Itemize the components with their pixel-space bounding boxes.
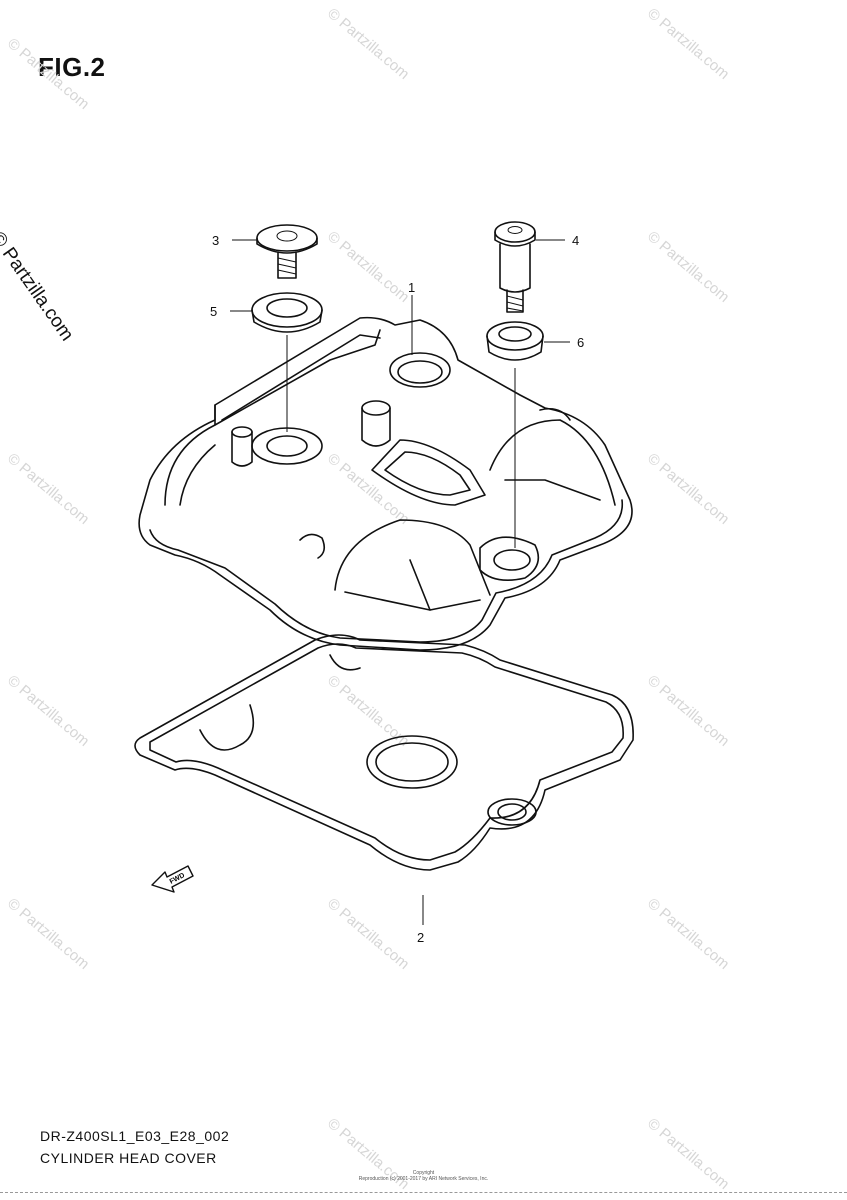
- model-code: DR-Z400SL1_E03_E28_002: [40, 1128, 230, 1144]
- callout-6: 6: [577, 335, 584, 350]
- callout-2: 2: [417, 930, 424, 945]
- diagram-caption: CYLINDER HEAD COVER: [40, 1150, 217, 1166]
- bolt-4: [494, 221, 536, 313]
- callout-4: 4: [572, 233, 579, 248]
- callout-3: 3: [212, 233, 219, 248]
- cylinder-head-cover: [138, 316, 633, 651]
- copyright-line: Copyright: [412, 1170, 435, 1176]
- cover-gasket: [134, 634, 634, 871]
- copyright-notice: Reproduction (c) 2001-2017 by ARI Networ…: [358, 1176, 489, 1182]
- grommet-5: [251, 292, 323, 333]
- bottom-divider: [0, 1192, 847, 1193]
- bolt-3: [256, 224, 318, 279]
- callout-5: 5: [210, 304, 217, 319]
- fwd-arrow-icon: FWD: [151, 865, 194, 893]
- grommet-6: [486, 321, 544, 361]
- figure-title: FIG.2: [38, 52, 106, 82]
- callout-1: 1: [408, 280, 415, 295]
